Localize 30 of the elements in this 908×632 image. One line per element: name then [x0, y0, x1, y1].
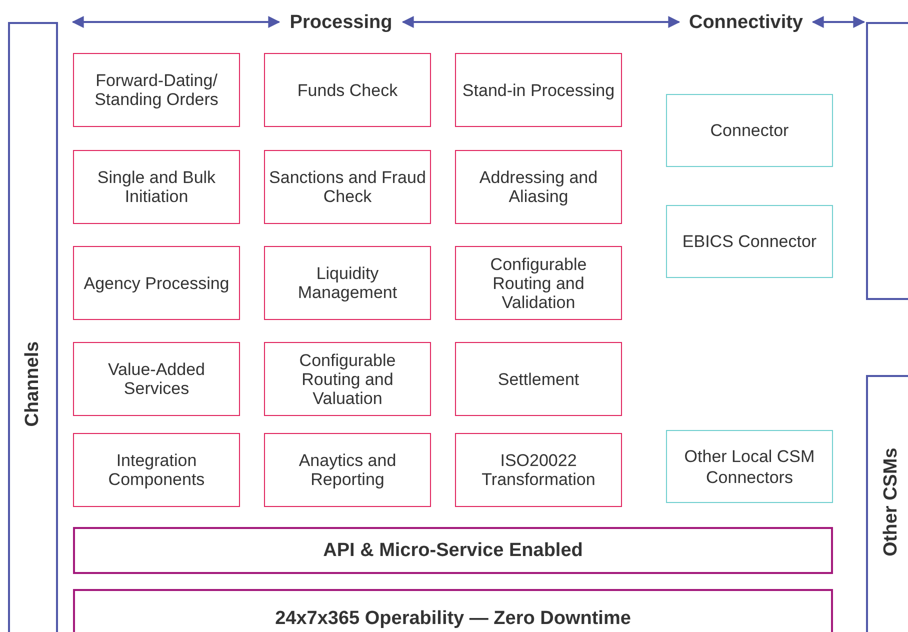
feature-box: Anaytics and Reporting: [264, 433, 431, 507]
connector-box: Connector: [666, 94, 833, 167]
header-label: Connectivity: [683, 10, 809, 36]
feature-box: Single and Bulk Initiation: [73, 150, 240, 224]
feature-box: Agency Processing: [73, 246, 240, 320]
connector-box: Other Local CSM Connectors: [666, 430, 833, 503]
feature-box: Settlement: [455, 342, 622, 416]
feature-box: Configurable Routing and Valuation: [264, 342, 431, 416]
feature-box: Sanctions and Fraud Check: [264, 150, 431, 224]
double-arrow: [402, 16, 680, 28]
header-label: Processing: [283, 10, 399, 36]
feature-box: Configurable Routing and Validation: [455, 246, 622, 320]
side-band: [866, 375, 908, 632]
double-arrow: [72, 16, 280, 28]
feature-box: Value-Added Services: [73, 342, 240, 416]
feature-box: Addressing and Aliasing: [455, 150, 622, 224]
feature-box: Forward-Dating/ Standing Orders: [73, 53, 240, 127]
feature-box: Funds Check: [264, 53, 431, 127]
feature-box: Stand-in Processing: [455, 53, 622, 127]
feature-box: Liquidity Management: [264, 246, 431, 320]
feature-box: ISO20022 Transformation: [455, 433, 622, 507]
band-label: Other CSMs: [880, 448, 902, 556]
band-label: Channels: [22, 341, 44, 427]
channel-band: [8, 22, 58, 632]
double-arrow: [812, 16, 866, 28]
connector-box: EBICS Connector: [666, 205, 833, 278]
side-band: [866, 22, 908, 300]
capability-bar: 24x7x365 Operability — Zero Downtime: [73, 589, 833, 632]
capability-bar: API & Micro-Service Enabled: [73, 527, 833, 574]
feature-box: Integration Components: [73, 433, 240, 507]
